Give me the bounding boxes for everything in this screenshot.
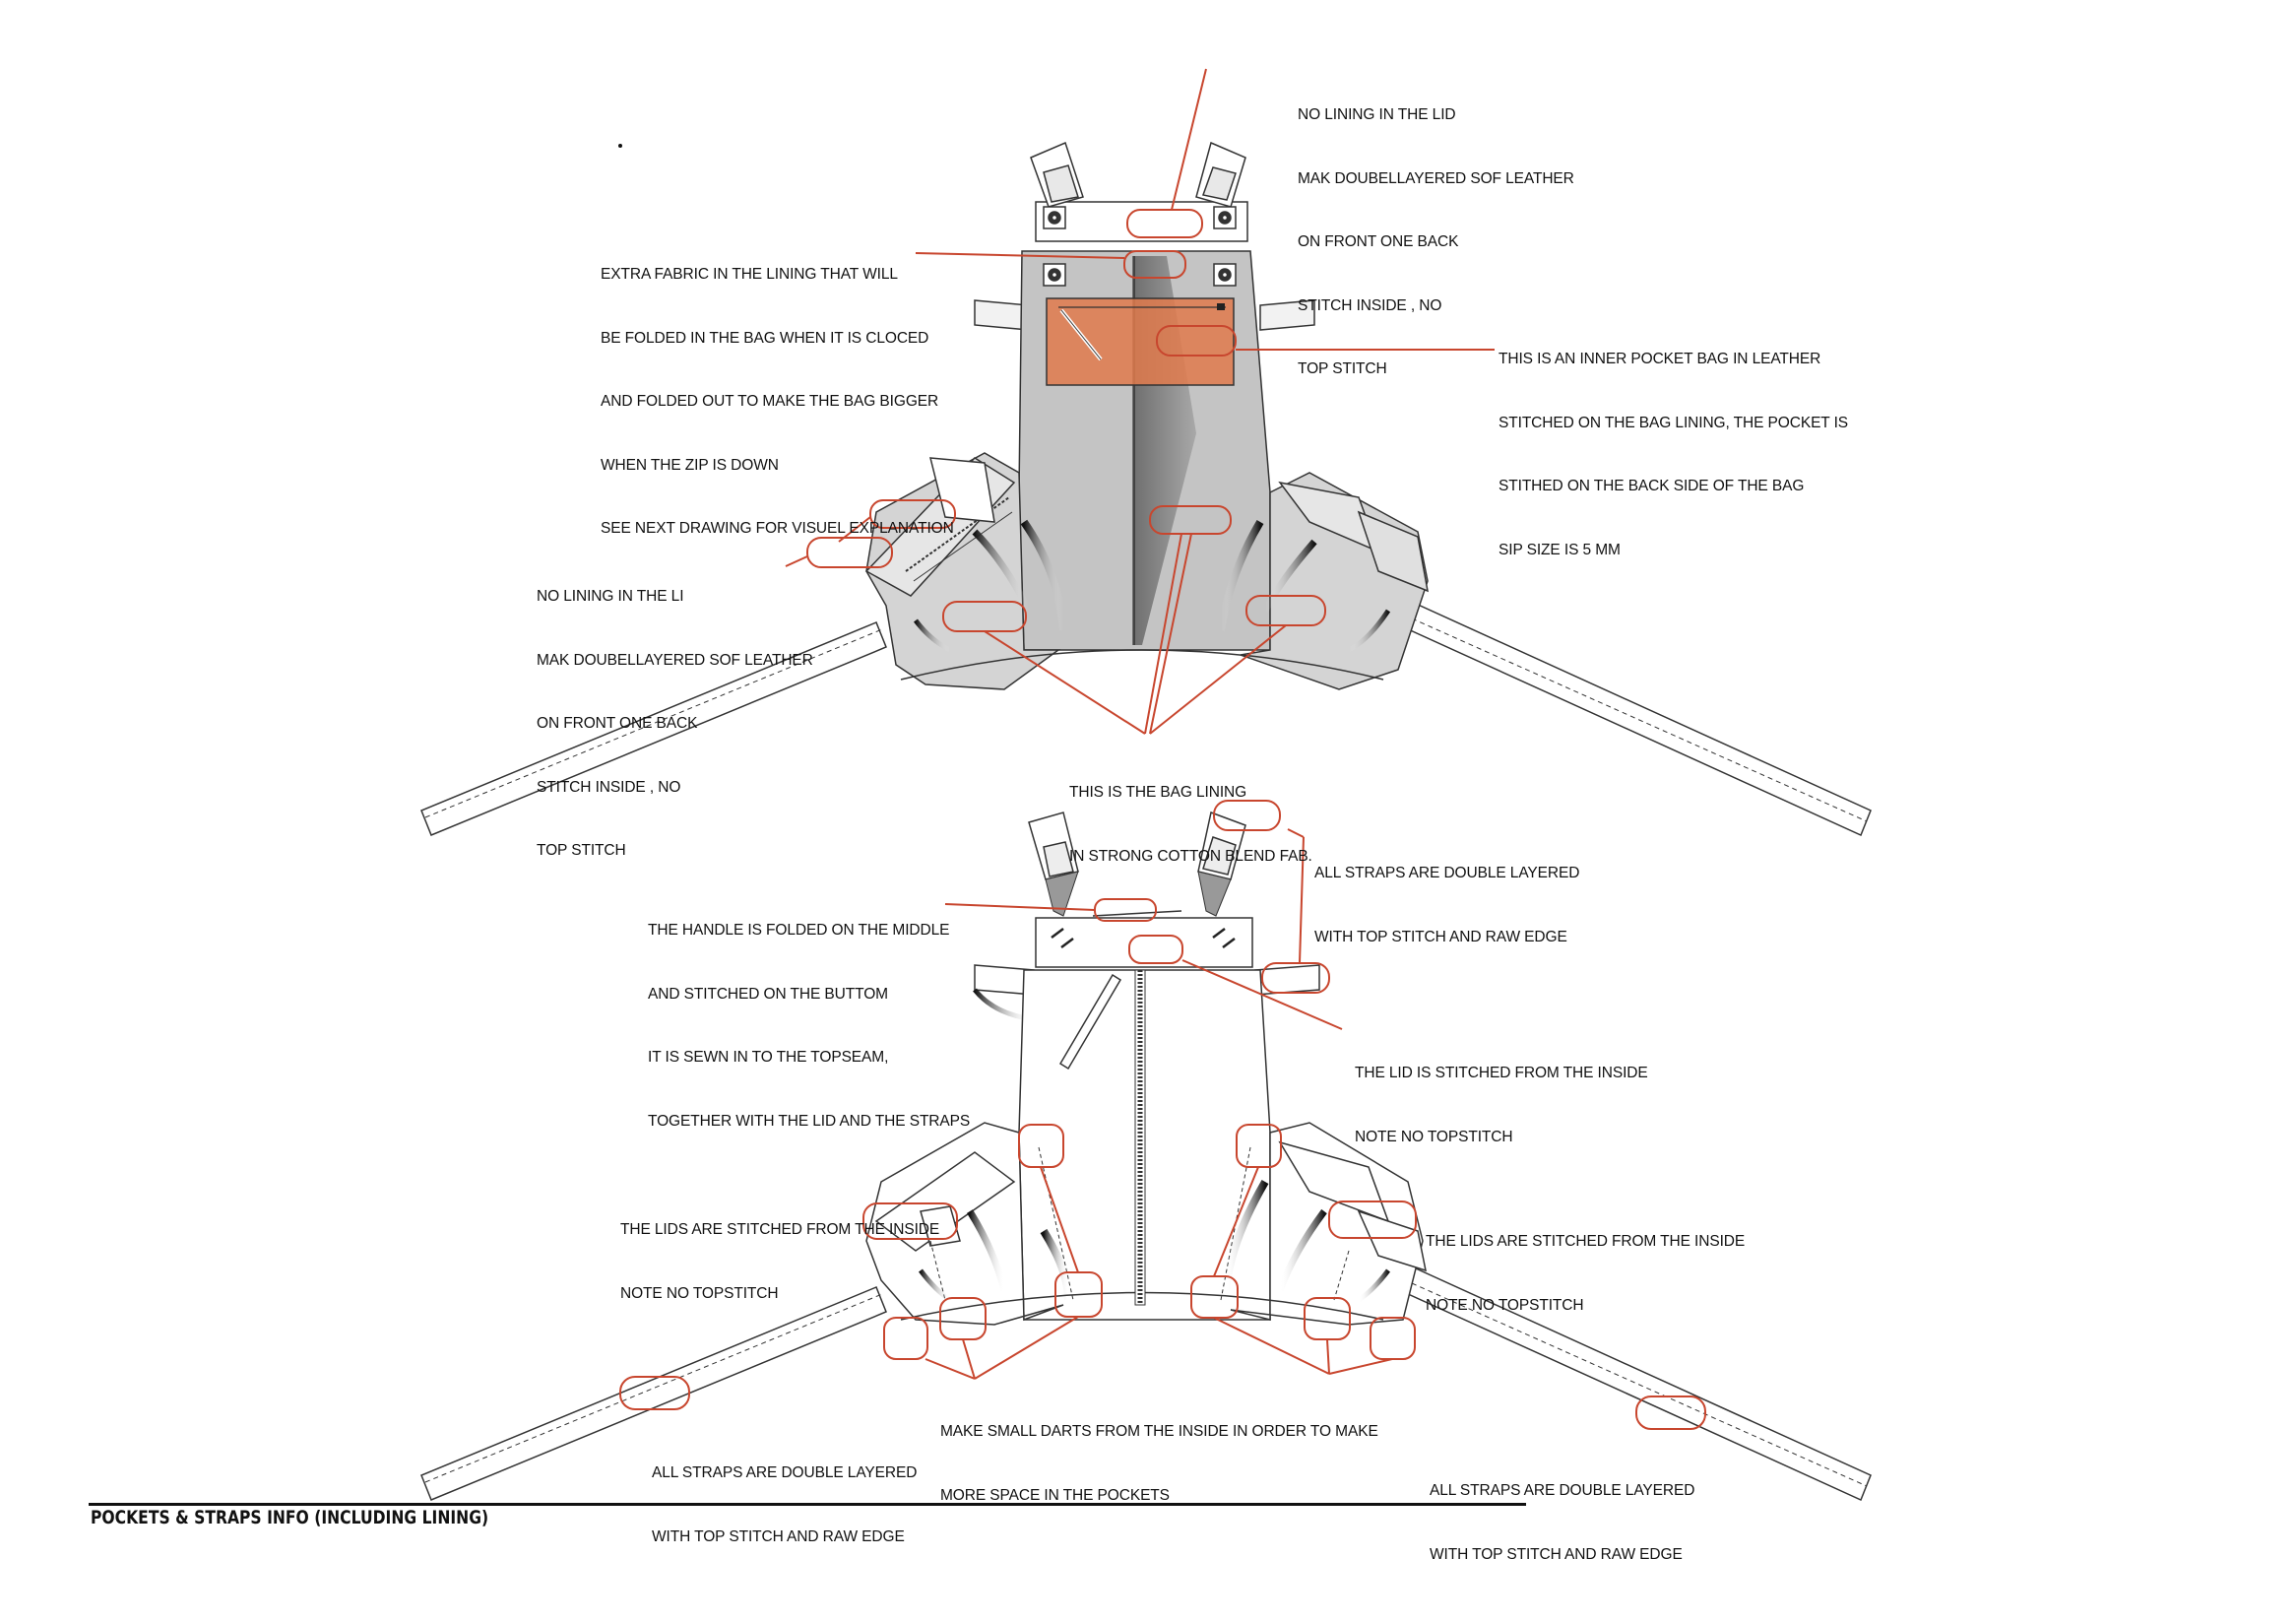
note-line: THE LID IS STITCHED FROM THE INSIDE — [1355, 1065, 1648, 1081]
note-line: IN STRONG COTTON BLEND FAB. — [1069, 847, 1312, 865]
top-body-bottom-edge — [900, 649, 1384, 681]
bottom-left-handle — [1028, 812, 1079, 917]
bottom-handle-fold — [1092, 910, 1182, 917]
inner-pocket-bag — [1046, 297, 1235, 386]
zip-pull-icon — [1058, 973, 1122, 1071]
top-left-handle — [1030, 141, 1084, 208]
note-line: THE LIDS ARE STITCHED FROM THE INSIDE — [1426, 1233, 1746, 1250]
top-right-strap — [1405, 602, 1872, 837]
top-right-pocket — [1217, 472, 1429, 690]
note-lids-right: THE LIDS ARE STITCHED FROM THE INSIDE NO… — [1426, 1189, 1745, 1337]
note-line: THE HANDLE IS FOLDED ON THE MIDDLE — [648, 922, 950, 939]
note-line: WITH TOP STITCH AND RAW EDGE — [1314, 928, 1567, 945]
note-line: ALL STRAPS ARE DOUBLE LAYERED — [1314, 865, 1580, 881]
note-line: ON FRONT ONE BACK — [1298, 233, 1459, 250]
note-line: MAK DOUBELLAYERED SOF LEATHER — [537, 651, 813, 669]
note-line: STITCH INSIDE , NO — [1298, 296, 1442, 314]
zipper-icon — [1134, 969, 1146, 1306]
note-line: IT IS SEWN IN TO THE TOPSEAM, — [648, 1049, 889, 1066]
note-line: TOP STITCH — [537, 842, 626, 859]
note-line: ON FRONT ONE BACK — [537, 715, 698, 732]
bottom-view-bag — [420, 811, 1872, 1502]
note-line: TOGETHER WITH THE LID AND THE STRAPS — [648, 1112, 971, 1130]
note-lid-inside: THE LID IS STITCHED FROM THE INSIDE NOTE… — [1355, 1020, 1648, 1169]
note-line: ALL STRAPS ARE DOUBLE LAYERED — [652, 1464, 918, 1481]
stray-dot — [618, 144, 622, 148]
note-line: THIS IS AN INNER POCKET BAG IN LEATHER — [1499, 351, 1821, 367]
note-line: MAKE SMALL DARTS FROM THE INSIDE IN ORDE… — [940, 1423, 1378, 1440]
note-handle: THE HANDLE IS FOLDED ON THE MIDDLE AND S… — [648, 877, 970, 1153]
top-left-strap — [420, 621, 887, 836]
note-line: NOTE NO TOPSTITCH — [1426, 1296, 1584, 1314]
note-line: MAK DOUBELLAYERED SOF LEATHER — [1298, 169, 1574, 187]
note-line: THIS IS THE BAG LINING — [1069, 784, 1247, 801]
callout-markers — [619, 68, 1706, 1430]
note-line: AND STITCHED ON THE BUTTOM — [648, 985, 888, 1003]
note-line: STITCHED ON THE BAG LINING, THE POCKET I… — [1499, 414, 1849, 431]
note-line: WITH TOP STITCH AND RAW EDGE — [652, 1527, 905, 1545]
note-line: TOP STITCH — [1298, 360, 1387, 377]
snap-button-icon — [1043, 206, 1237, 287]
note-line: STITCH INSIDE , NO — [537, 778, 681, 796]
note-line: THE LIDS ARE STITCHED FROM THE INSIDE — [620, 1221, 940, 1238]
note-line: NO LINING IN THE LID — [1298, 106, 1456, 123]
note-line: AND FOLDED OUT TO MAKE THE BAG BIGGER — [601, 393, 939, 410]
top-right-wing-strap — [1259, 299, 1315, 331]
note-line: EXTRA FABRIC IN THE LINING THAT WILL — [601, 266, 898, 283]
note-line: BE FOLDED IN THE BAG WHEN IT IS CLOCED — [601, 329, 929, 347]
page-title: POCKETS & STRAPS INFO (INCLUDING LINING) — [91, 1507, 489, 1528]
note-line: SEE NEXT DRAWING FOR VISUEL EXPLANATION — [601, 520, 954, 537]
note-straps-left: ALL STRAPS ARE DOUBLE LAYERED WITH TOP S… — [652, 1420, 917, 1569]
note-straps-top: ALL STRAPS ARE DOUBLE LAYERED WITH TOP S… — [1314, 820, 1579, 969]
note-line: WITH TOP STITCH AND RAW EDGE — [1430, 1545, 1683, 1563]
note-darts: MAKE SMALL DARTS FROM THE INSIDE IN ORDE… — [940, 1379, 1378, 1527]
note-inner-pocket: THIS IS AN INNER POCKET BAG IN LEATHER S… — [1499, 306, 1848, 582]
note-lid-no-lining: NO LINING IN THE LID MAK DOUBELLAYERED S… — [1298, 62, 1574, 401]
note-line: STITHED ON THE BACK SIDE OF THE BAG — [1499, 478, 1805, 494]
bottom-lid-band — [1035, 917, 1253, 968]
top-view-bag — [420, 141, 1872, 837]
note-extra-fabric: EXTRA FABRIC IN THE LINING THAT WILL BE … — [601, 222, 954, 560]
note-line: ALL STRAPS ARE DOUBLE LAYERED — [1430, 1482, 1695, 1499]
note-line: SIP SIZE IS 5 MM — [1499, 541, 1621, 558]
note-side-lid-no-lining: NO LINING IN THE LI MAK DOUBELLAYERED SO… — [537, 544, 813, 882]
top-left-pocket — [864, 452, 1067, 690]
bottom-left-strap — [420, 1286, 887, 1501]
note-line: NOTE NO TOPSTITCH — [620, 1284, 779, 1302]
note-lids-left: THE LIDS ARE STITCHED FROM THE INSIDE NO… — [620, 1177, 939, 1326]
top-lid-band — [1035, 201, 1248, 242]
note-line: NO LINING IN THE LI — [537, 588, 684, 605]
note-bag-lining: THIS IS THE BAG LINING IN STRONG COTTON … — [1069, 740, 1312, 888]
top-right-handle — [1195, 141, 1246, 208]
note-line: WHEN THE ZIP IS DOWN — [601, 456, 779, 474]
footer-rule — [89, 1503, 1526, 1506]
note-straps-right: ALL STRAPS ARE DOUBLE LAYERED WITH TOP S… — [1430, 1438, 1694, 1587]
note-line: MORE SPACE IN THE POCKETS — [940, 1486, 1170, 1504]
note-line: NOTE NO TOPSTITCH — [1355, 1128, 1513, 1145]
